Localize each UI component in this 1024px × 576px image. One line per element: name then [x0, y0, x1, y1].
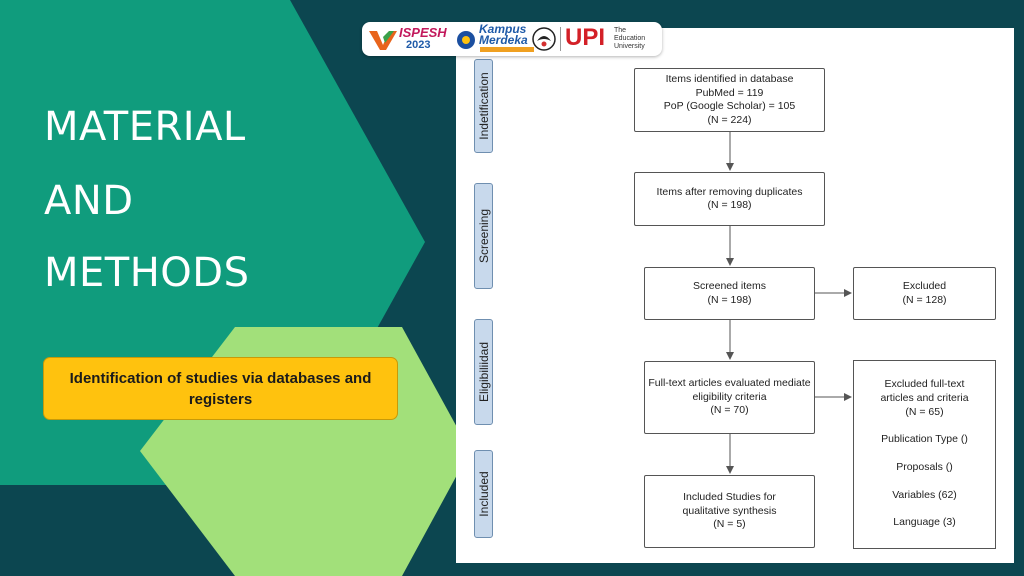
excluded-full-text-heading-line: articles and criteria: [880, 392, 969, 404]
excluded-reason-item: Publication Type (): [881, 433, 968, 445]
box-screened-line: (N = 198): [707, 293, 752, 306]
stage-eligibility: Eligibiliidad: [474, 319, 493, 425]
callout-text: Identification of studies via databases …: [69, 369, 372, 408]
kampus-logo-text: Kampus: [479, 22, 527, 36]
excluded-reason-item: Proposals (): [896, 461, 953, 473]
box-identified-line: PoP (Google Scholar) = 105: [663, 100, 796, 112]
excluded-reason-item: Variables (62): [892, 489, 957, 501]
box-excluded-line: (N = 128): [902, 293, 947, 306]
box-screened-line: Screened items: [693, 280, 766, 292]
upi-logo-text: UPI: [565, 24, 606, 51]
excluded-reason-item: Language (3): [893, 516, 956, 528]
excluded-full-text-heading-line: Excluded full-text: [884, 378, 965, 390]
merdeka-logo-text: Merdeka: [479, 33, 528, 47]
university-name-line: The: [614, 27, 627, 34]
box-identified: Items identified in database PubMed = 11…: [634, 68, 825, 132]
title-line-3: METHODS: [44, 250, 250, 296]
tut-wuri-handayani-icon: [532, 27, 556, 51]
box-excluded-line: Excluded: [902, 280, 947, 292]
box-full-text-line: (N = 70): [710, 404, 749, 417]
ispesh-logo-text: ISPESH: [399, 25, 447, 40]
ispesh-logo-icon: [369, 31, 397, 50]
box-included: Included Studies for qualitative synthes…: [644, 475, 815, 548]
box-after-duplicates-line: (N = 198): [707, 199, 752, 211]
box-included-line: Included Studies for: [683, 491, 776, 504]
box-identified-line: (N = 224): [707, 113, 752, 126]
stage-included: Included: [474, 450, 493, 538]
box-after-duplicates: Items after removing duplicates (N = 198…: [634, 172, 825, 226]
box-identified-line: Items identified in database: [665, 73, 794, 85]
box-excluded: Excluded (N = 128): [853, 267, 996, 320]
logo-divider: [560, 27, 561, 51]
university-crest-icon: [457, 31, 475, 49]
box-excluded-full-text: Excluded full-text articles and criteria…: [853, 360, 996, 549]
callout-box: Identification of studies via databases …: [43, 357, 398, 420]
box-full-text: Full-text articles evaluated mediate eli…: [644, 361, 815, 434]
box-full-text-line: eligibility criteria: [692, 390, 767, 403]
stage-identification: Indetification: [474, 59, 493, 153]
university-name-line: University: [614, 43, 645, 50]
box-included-line: qualitative synthesis: [682, 504, 777, 517]
ispesh-year-text: 2023: [406, 39, 431, 51]
excluded-full-text-heading: Excluded full-text articles and criteria…: [854, 377, 995, 419]
university-name-line: Education: [614, 35, 646, 42]
stage-screening: Screening: [474, 183, 493, 289]
box-included-line: (N = 5): [713, 518, 746, 531]
excluded-full-text-heading-line: (N = 65): [905, 406, 944, 418]
kampus-merdeka-ribbon-icon: [480, 47, 534, 52]
box-full-text-line: Full-text articles evaluated mediate: [648, 377, 811, 390]
box-screened: Screened items (N = 198): [644, 267, 815, 320]
title-line-1: MATERIAL: [44, 104, 246, 150]
box-identified-line: PubMed = 119: [695, 86, 764, 99]
logo-bar: ISPESH 2023 Kampus Merdeka UPI The Educa…: [362, 22, 662, 56]
title-line-2: AND: [44, 178, 134, 224]
university-name: The Education University: [614, 27, 645, 51]
box-after-duplicates-line: Items after removing duplicates: [656, 185, 803, 198]
